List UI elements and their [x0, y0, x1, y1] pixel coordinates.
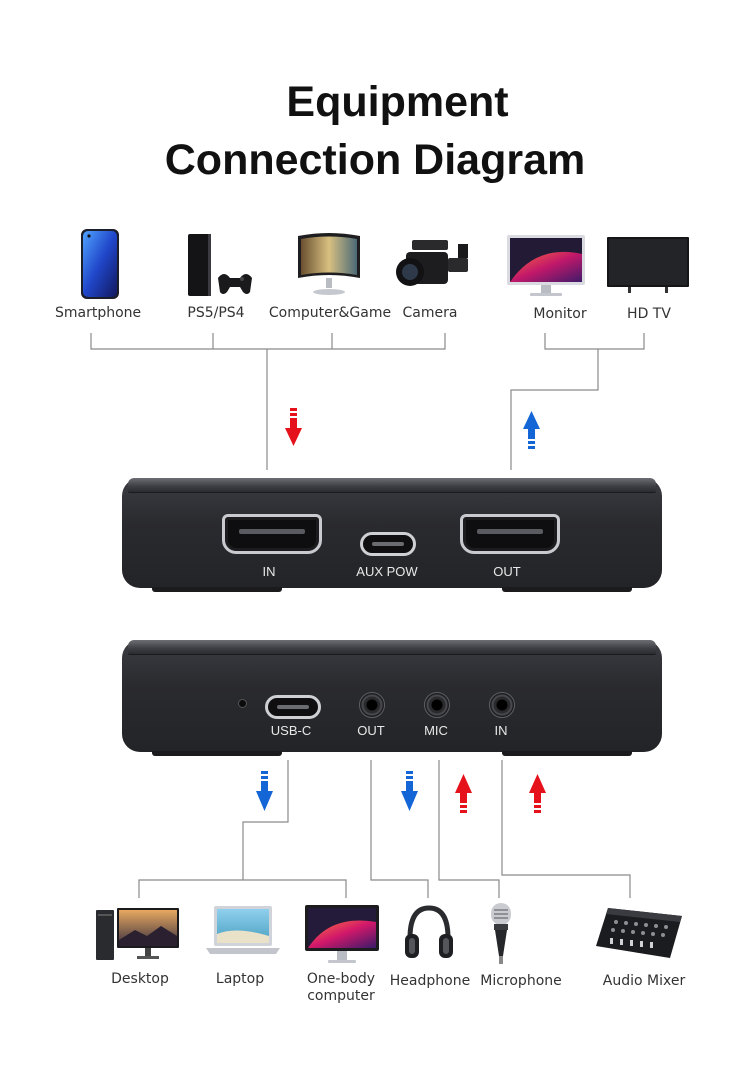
label-desktop: Desktop: [111, 971, 169, 987]
monitor-icon: [507, 235, 585, 296]
device-front-panel: IN AUX POW OUT: [122, 478, 662, 592]
output-bracket: [544, 333, 645, 350]
arrow-audio-in: [529, 774, 546, 813]
led-indicator: [238, 699, 247, 708]
output-trunk: [510, 349, 599, 470]
title-line-2: Connection Diagram: [164, 136, 586, 184]
usb-bracket: [138, 879, 347, 898]
smartphone-icon: [81, 229, 119, 299]
label-laptop: Laptop: [215, 971, 265, 987]
hdmi-out-label: OUT: [493, 564, 521, 579]
audio-in-jack: [489, 692, 515, 718]
device-back-panel: USB-C OUT MIC IN: [122, 640, 662, 756]
aux-power-label: AUX POW: [356, 564, 418, 579]
label-one-body-computer: One-body computer: [306, 971, 376, 1004]
usb-trunk: [242, 760, 289, 880]
label-camera: Camera: [402, 305, 458, 321]
computer-game-icon: [298, 233, 360, 295]
aux-power-port: [360, 532, 416, 556]
label-headphone: Headphone: [389, 973, 471, 989]
one-body-computer-icon: [305, 905, 379, 963]
label-monitor: Monitor: [533, 306, 587, 322]
arrow-audio-out: [401, 771, 418, 811]
mic-line: [438, 760, 500, 898]
mic-jack: [424, 692, 450, 718]
audio-out-label: OUT: [357, 723, 385, 738]
label-audio-mixer: Audio Mixer: [602, 973, 686, 989]
hdmi-out-port: [460, 514, 560, 554]
laptop-icon: [206, 906, 280, 954]
arrow-mic-in: [455, 774, 472, 813]
label-hd-tv: HD TV: [627, 306, 671, 322]
label-smartphone: Smartphone: [55, 305, 142, 321]
hdmi-in-label: IN: [262, 564, 276, 579]
label-ps5-ps4: PS5/PS4: [187, 305, 245, 321]
camera-icon: [396, 240, 468, 286]
label-computer-game: Computer&Game: [268, 305, 392, 321]
input-bracket: [90, 333, 446, 350]
audio-mixer-icon: [596, 908, 682, 958]
audio-out-jack: [359, 692, 385, 718]
audio-in-label: IN: [494, 723, 508, 738]
device-front-lid: [128, 478, 656, 493]
usb-c-port: [265, 695, 321, 719]
arrow-input-hdmi: [285, 408, 302, 446]
audio-in-line: [501, 760, 631, 898]
microphone-icon: [491, 903, 511, 964]
device-back-lid: [128, 640, 656, 655]
desktop-icon: [96, 908, 179, 960]
console-icon: [188, 234, 252, 296]
hd-tv-icon: [607, 237, 689, 293]
audio-out-line: [370, 760, 429, 898]
title-line-1: Equipment: [286, 78, 509, 126]
headphone-icon: [405, 905, 453, 958]
label-microphone: Microphone: [480, 973, 562, 989]
mic-label: MIC: [424, 723, 448, 738]
arrow-output-hdmi: [523, 411, 540, 449]
usb-c-label: USB-C: [270, 723, 312, 738]
hdmi-in-port: [222, 514, 322, 554]
arrow-usb-out: [256, 771, 273, 811]
